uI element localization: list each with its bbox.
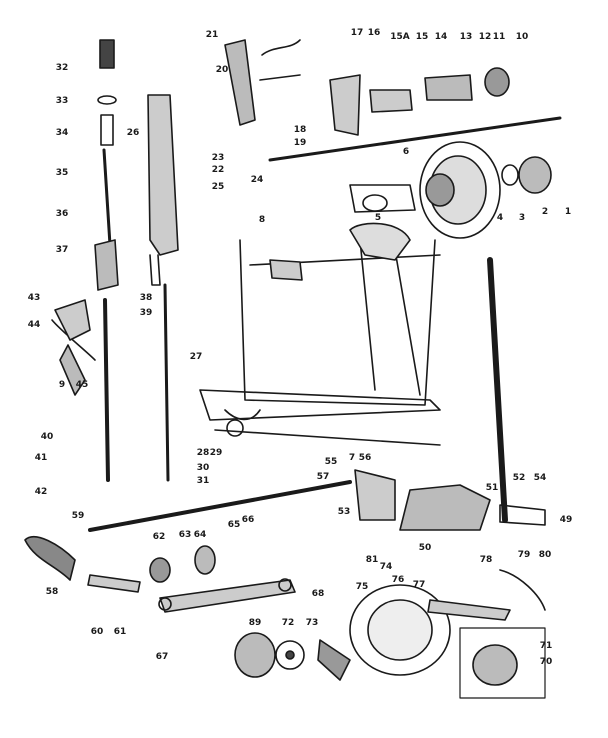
part-number-label: 9 bbox=[58, 380, 66, 390]
part-number-label: 24 bbox=[250, 175, 264, 185]
part-number-label: 81 bbox=[365, 555, 379, 565]
part-number-label: 62 bbox=[152, 532, 166, 542]
part-number-label: 54 bbox=[533, 473, 547, 483]
part-number-label: 49 bbox=[559, 515, 573, 525]
part-number-label: 10 bbox=[515, 32, 529, 42]
part-number-label: 38 bbox=[139, 293, 153, 303]
part-number-label: 80 bbox=[538, 550, 552, 560]
part-number-label: 55 bbox=[324, 457, 338, 467]
presser-bar-assembly bbox=[147, 94, 179, 482]
part-number-label: 22 bbox=[211, 165, 225, 175]
part-number-label: 13 bbox=[459, 32, 473, 42]
feed-lever bbox=[24, 535, 141, 593]
part-number-label: 89 bbox=[248, 618, 262, 628]
arm-shaft bbox=[268, 67, 562, 162]
part-number-label: 60 bbox=[90, 627, 104, 637]
part-number-label: 37 bbox=[55, 245, 69, 255]
part-number-label: 3 bbox=[518, 213, 526, 223]
part-number-label: 41 bbox=[34, 453, 48, 463]
part-number-label: 35 bbox=[55, 168, 69, 178]
part-number-label: 57 bbox=[316, 472, 330, 482]
part-number-label: 21 bbox=[205, 30, 219, 40]
part-number-label: 78 bbox=[479, 555, 493, 565]
part-number-label: 53 bbox=[337, 507, 351, 517]
part-number-label: 1 bbox=[564, 207, 572, 217]
part-number-label: 30 bbox=[196, 463, 210, 473]
part-number-label: 31 bbox=[196, 476, 210, 486]
part-number-label: 59 bbox=[71, 511, 85, 521]
part-number-label: 34 bbox=[55, 128, 69, 138]
part-number-label: 76 bbox=[391, 575, 405, 585]
part-number-label: 39 bbox=[139, 308, 153, 318]
part-number-label: 44 bbox=[27, 320, 41, 330]
part-number-label: 14 bbox=[434, 32, 448, 42]
part-number-label: 74 bbox=[379, 562, 393, 572]
part-number-label: 2 bbox=[541, 207, 549, 217]
part-number-label: 4 bbox=[496, 213, 504, 223]
part-number-label: 71 bbox=[539, 641, 553, 651]
part-number-label: 15 bbox=[415, 32, 429, 42]
part-number-label: 17 bbox=[350, 28, 364, 38]
part-number-label: 20 bbox=[215, 65, 229, 75]
part-number-label: 8 bbox=[258, 215, 266, 225]
machine-frame bbox=[199, 222, 441, 446]
rock-shaft bbox=[88, 257, 546, 532]
part-number-label: 15A bbox=[390, 32, 410, 42]
part-number-label: 32 bbox=[55, 63, 69, 73]
part-number-label: 72 bbox=[281, 618, 295, 628]
part-number-label: 75 bbox=[355, 582, 369, 592]
part-number-label: 43 bbox=[27, 293, 41, 303]
connecting-link bbox=[149, 545, 296, 613]
part-number-label: 63 bbox=[178, 530, 192, 540]
part-number-label: 51 bbox=[485, 483, 499, 493]
part-number-label: 27 bbox=[189, 352, 203, 362]
part-number-label: 70 bbox=[539, 657, 553, 667]
part-number-label: 16 bbox=[367, 28, 381, 38]
part-number-label: 68 bbox=[311, 589, 325, 599]
part-number-label: 77 bbox=[412, 580, 426, 590]
part-number-label: 5 bbox=[374, 213, 382, 223]
part-number-label: 12 bbox=[478, 32, 492, 42]
needle-bar-assembly bbox=[94, 39, 119, 291]
part-number-label: 58 bbox=[45, 587, 59, 597]
part-number-label: 45 bbox=[75, 380, 89, 390]
part-number-label: 18 bbox=[293, 125, 307, 135]
part-number-label: 73 bbox=[305, 618, 319, 628]
part-number-label: 61 bbox=[113, 627, 127, 637]
part-number-label: 66 bbox=[241, 515, 255, 525]
part-number-label: 19 bbox=[293, 138, 307, 148]
shuttle-hook-assembly bbox=[234, 569, 546, 699]
part-number-label: 42 bbox=[34, 487, 48, 497]
part-number-label: 23 bbox=[211, 153, 225, 163]
part-number-label: 28 bbox=[196, 448, 210, 458]
part-number-label: 65 bbox=[227, 520, 241, 530]
part-number-label: 50 bbox=[418, 543, 432, 553]
handwheel-assembly bbox=[349, 141, 552, 239]
part-number-label: 6 bbox=[402, 147, 410, 157]
part-number-label: 52 bbox=[512, 473, 526, 483]
part-number-label: 67 bbox=[155, 652, 169, 662]
vertical-shaft bbox=[51, 298, 110, 482]
take-up-lever bbox=[224, 39, 361, 136]
part-number-label: 26 bbox=[126, 128, 140, 138]
part-number-label: 7 bbox=[348, 453, 356, 463]
part-number-label: 64 bbox=[193, 530, 207, 540]
part-number-label: 56 bbox=[358, 453, 372, 463]
part-number-label: 33 bbox=[55, 96, 69, 106]
part-number-label: 36 bbox=[55, 209, 69, 219]
part-number-label: 29 bbox=[209, 448, 223, 458]
part-number-label: 40 bbox=[40, 432, 54, 442]
part-number-label: 11 bbox=[492, 32, 506, 42]
part-number-label: 25 bbox=[211, 182, 225, 192]
part-number-label: 79 bbox=[517, 550, 531, 560]
